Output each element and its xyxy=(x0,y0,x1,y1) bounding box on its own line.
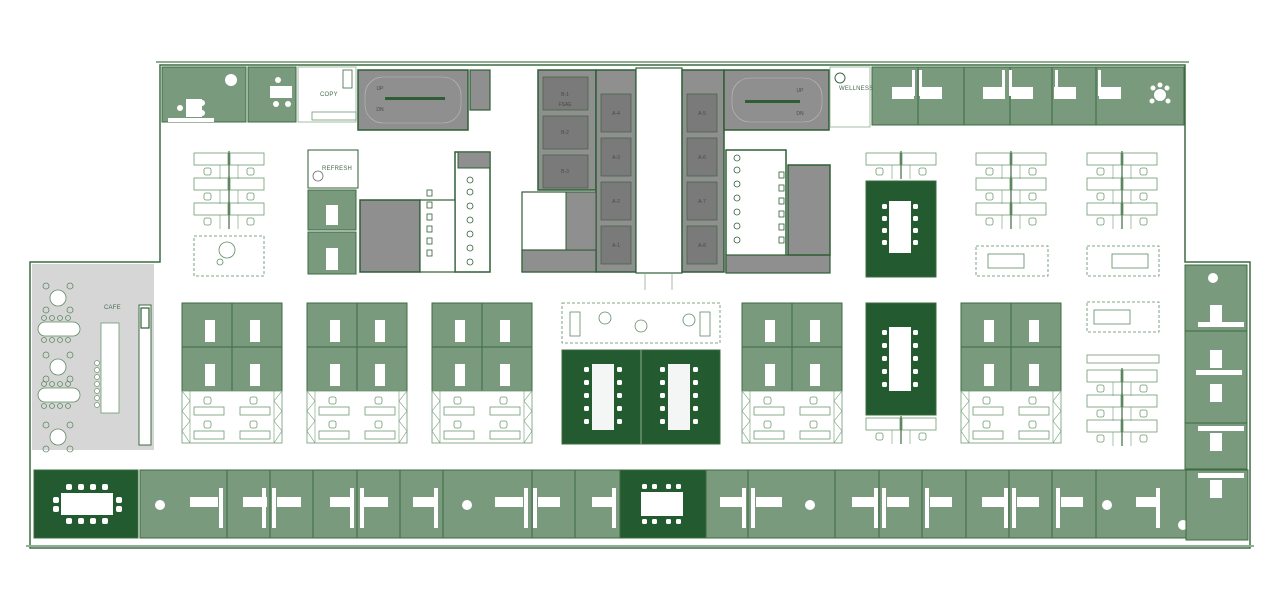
stair-dn-left: DN xyxy=(376,107,384,113)
lounge-left[interactable] xyxy=(193,235,265,277)
bottom-offices-right[interactable] xyxy=(705,469,1188,539)
stair-dn-right: DN xyxy=(796,111,804,117)
office-cluster-4[interactable] xyxy=(741,302,843,444)
top-right-offices[interactable] xyxy=(871,66,1185,126)
top-left-offices[interactable] xyxy=(161,66,297,123)
wellness-label: WELLNESS xyxy=(839,86,874,92)
office-cluster-5[interactable] xyxy=(960,302,1062,444)
central-corridor[interactable] xyxy=(635,67,683,274)
elevator-a2: A-2 xyxy=(612,199,620,205)
elevator-b2: B-2 xyxy=(561,130,569,136)
office-cluster-2[interactable] xyxy=(306,302,408,444)
bottom-conference-center[interactable] xyxy=(619,469,707,539)
left-core xyxy=(357,69,637,273)
elevator-labels-right: A-5 A-6 A-7 A-8 UP DN xyxy=(698,88,804,249)
conference-right-upper[interactable] xyxy=(865,180,937,278)
stair-up-left: UP xyxy=(377,86,385,92)
refresh-room[interactable] xyxy=(307,149,359,275)
right-wing-offices[interactable] xyxy=(1184,264,1248,498)
elevator-a6: A-6 xyxy=(698,155,706,161)
office-cluster-3[interactable] xyxy=(431,302,533,444)
right-core xyxy=(681,69,831,274)
refresh-label: REFRESH xyxy=(322,166,353,172)
elevator-a7: A-7 xyxy=(698,199,706,205)
elevator-a8: A-8 xyxy=(698,243,706,249)
elevator-b1: B-1 xyxy=(561,92,569,98)
cafe-zone[interactable] xyxy=(32,264,154,453)
cafe-label: CAFE xyxy=(104,305,121,311)
open-workstations-right[interactable] xyxy=(1086,354,1160,447)
fsae-label: FSAE xyxy=(558,102,572,108)
elevator-a1: A-1 xyxy=(612,243,620,249)
collab-tables-right[interactable] xyxy=(975,245,1160,333)
elevator-a5: A-5 xyxy=(698,111,706,117)
corridor-doors[interactable] xyxy=(644,273,673,290)
copy-room[interactable] xyxy=(297,66,357,123)
elevator-labels-left: B-1 B-2 B-3 A-4 A-3 A-2 A-1 FSAE UP DN xyxy=(376,86,620,249)
elevator-a3: A-3 xyxy=(612,155,620,161)
elevator-b3: B-3 xyxy=(561,169,569,175)
bottom-offices-left[interactable] xyxy=(139,469,621,539)
conference-right-lower[interactable] xyxy=(865,302,937,416)
elevator-a4: A-4 xyxy=(612,111,620,117)
center-lounge[interactable] xyxy=(561,302,721,344)
stair-up-right: UP xyxy=(797,88,805,94)
bottom-conference-left[interactable] xyxy=(33,469,139,539)
conference-pair-center[interactable] xyxy=(561,349,721,445)
copy-label: COPY xyxy=(320,92,338,98)
office-cluster-1[interactable] xyxy=(181,302,283,444)
wellness-room[interactable] xyxy=(829,66,871,128)
